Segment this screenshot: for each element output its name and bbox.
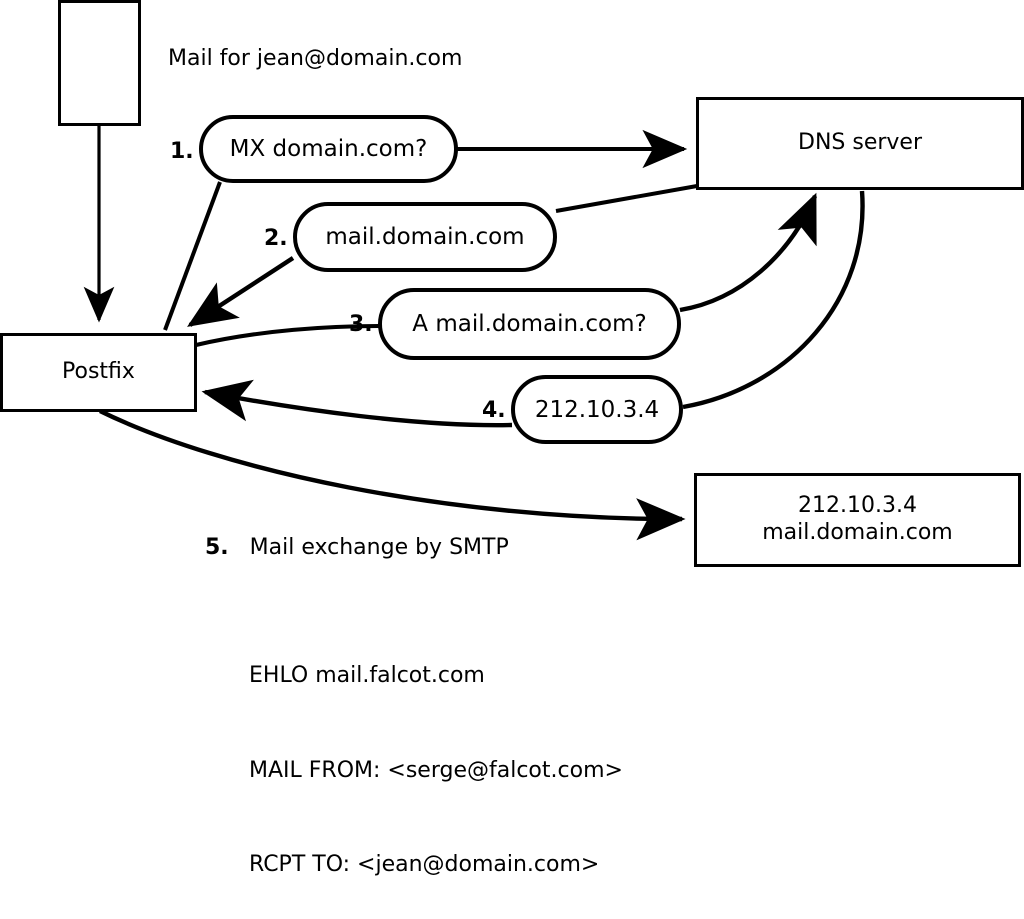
step-3-pill[interactable]: A mail.domain.com? bbox=[378, 288, 681, 360]
step-5-label: Mail exchange by SMTP bbox=[249, 535, 509, 560]
arrow-postfix-to-step3 bbox=[195, 324, 380, 347]
source-mail-label: Mail for jean@domain.com bbox=[168, 46, 463, 71]
step-4-number: 4. bbox=[482, 398, 506, 423]
step-5-number: 5. bbox=[205, 535, 229, 560]
mail-client-box[interactable] bbox=[58, 0, 141, 126]
step-1-pill[interactable]: MX domain.com? bbox=[199, 115, 458, 183]
arrow-step2-to-postfix bbox=[187, 256, 295, 327]
step-5-caption: 5. Mail exchange by SMTP bbox=[205, 535, 509, 560]
step-3-label: A mail.domain.com? bbox=[412, 311, 647, 337]
remote-mail-server-host: mail.domain.com bbox=[762, 520, 953, 545]
transcript-line: RCPT TO: <jean@domain.com> bbox=[249, 852, 600, 877]
step-1-label: MX domain.com? bbox=[229, 136, 428, 162]
postfix-box[interactable]: Postfix bbox=[0, 333, 197, 412]
step-2-label: mail.domain.com bbox=[325, 224, 525, 250]
step-4-pill[interactable]: 212.10.3.4 bbox=[511, 375, 683, 444]
transcript-line: EHLO mail.falcot.com bbox=[249, 663, 485, 688]
arrow-dns-to-step2 bbox=[555, 184, 698, 213]
step-2-pill[interactable]: mail.domain.com bbox=[293, 202, 557, 272]
remote-mail-server-box[interactable]: 212.10.3.4 mail.domain.com bbox=[694, 473, 1021, 567]
arrow-postfix-to-step1 bbox=[163, 181, 222, 331]
step-4-label: 212.10.3.4 bbox=[534, 396, 660, 423]
step-2-number: 2. bbox=[264, 226, 288, 251]
remote-mail-server-ip: 212.10.3.4 bbox=[798, 493, 917, 519]
arrow-postfix-to-mailserver bbox=[99, 409, 686, 541]
arrow-step4-to-postfix bbox=[201, 379, 513, 428]
arrow-dns-to-step4 bbox=[682, 190, 865, 410]
transcript-line: MAIL FROM: <serge@falcot.com> bbox=[249, 757, 623, 783]
arrow-step3-to-dns bbox=[679, 192, 818, 313]
step-3-number: 3. bbox=[349, 312, 373, 337]
step-1-number: 1. bbox=[170, 139, 194, 164]
smtp-transcript: EHLO mail.falcot.com MAIL FROM: <serge@f… bbox=[249, 597, 623, 919]
dns-server-label: DNS server bbox=[798, 130, 922, 156]
postfix-label: Postfix bbox=[62, 359, 135, 385]
dns-server-box[interactable]: DNS server bbox=[696, 97, 1024, 190]
